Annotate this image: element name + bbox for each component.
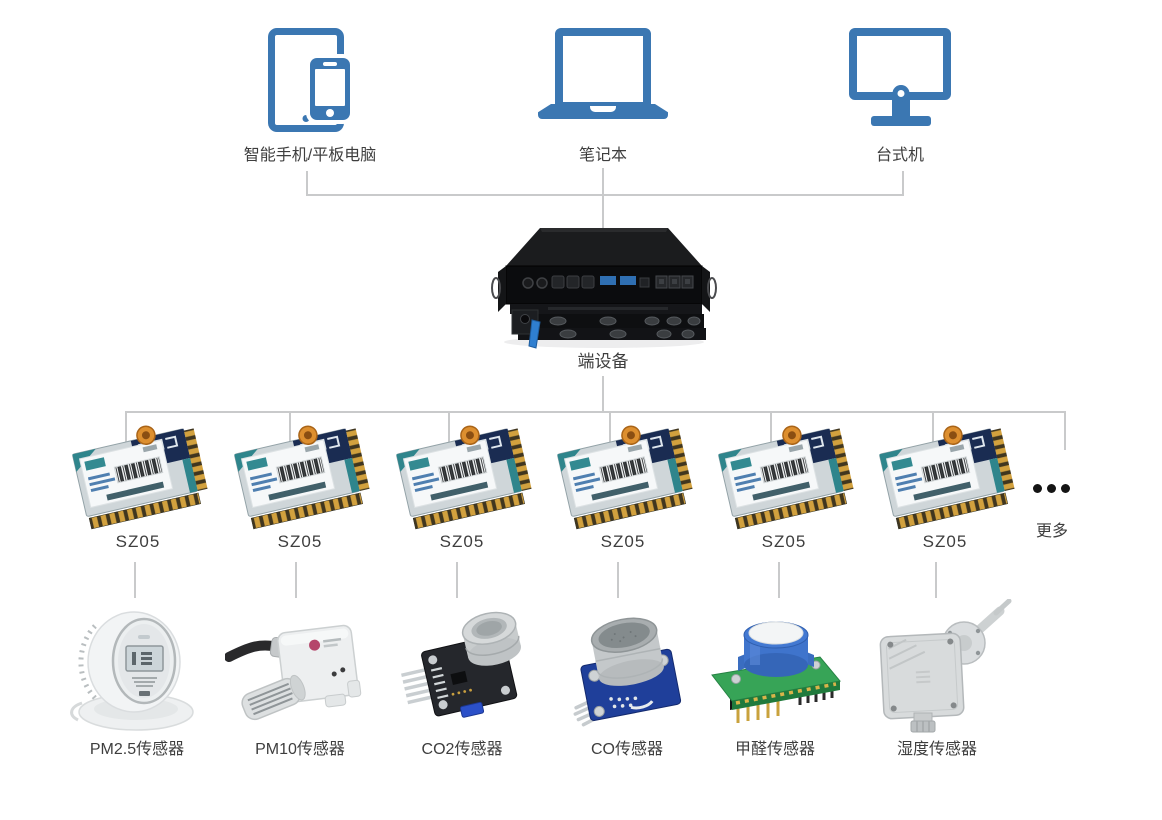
pm10-sensor-icon <box>215 594 385 739</box>
co2-sensor-icon <box>377 594 547 739</box>
zigbee-module-icon <box>225 424 375 520</box>
more-label: 更多 <box>1035 523 1068 540</box>
connector-line <box>289 412 291 452</box>
sensor-label: PM10传感器 <box>255 741 345 758</box>
connector-line <box>306 194 904 196</box>
sensor-label: PM2.5传感器 <box>89 741 185 758</box>
connector-line <box>295 562 297 598</box>
module-label: SZ05 <box>600 532 646 551</box>
smartphone-tablet-icon <box>258 24 373 132</box>
connector-line <box>609 412 611 452</box>
laptop-screen <box>555 28 651 110</box>
sensor-label: 甲醛传感器 <box>734 741 815 758</box>
desktop-button <box>897 90 905 97</box>
device-label-smartphone-tablet: 智能手机/平板电脑 <box>243 147 377 164</box>
connector-line <box>306 171 308 195</box>
module-label: SZ05 <box>277 532 323 551</box>
connector-line <box>602 376 604 412</box>
module-label: SZ05 <box>922 532 968 551</box>
module-label: SZ05 <box>439 532 485 551</box>
module-label: SZ05 <box>761 532 807 551</box>
zigbee-module-icon <box>709 424 859 520</box>
zigbee-module-icon <box>63 424 213 520</box>
connector-line <box>456 562 458 598</box>
connector-line <box>134 562 136 598</box>
rack-server-icon <box>488 226 720 355</box>
connector-line <box>125 411 1066 413</box>
sensor-label: CO2传感器 <box>421 741 503 758</box>
connector-line <box>617 562 619 598</box>
connector-line <box>125 412 127 452</box>
module-label: SZ05 <box>115 532 161 551</box>
device-label-desktop: 台式机 <box>875 147 924 164</box>
formaldehyde-sensor-icon <box>690 594 860 739</box>
connector-line <box>902 171 904 195</box>
connector-line <box>448 412 450 452</box>
device-label-laptop: 笔记本 <box>578 147 627 164</box>
connector-line <box>778 562 780 598</box>
sensor-label: CO传感器 <box>590 741 663 758</box>
gateway-label: 端设备 <box>577 352 629 371</box>
connector-line <box>1064 412 1066 450</box>
sensor-label: 湿度传感器 <box>896 741 977 758</box>
zigbee-module-icon <box>548 424 698 520</box>
co-sensor-icon <box>542 594 712 739</box>
connector-line <box>602 195 604 228</box>
smartphone-shape <box>310 58 350 120</box>
pm25-sensor-icon <box>52 594 222 739</box>
humidity-sensor-icon <box>852 594 1022 739</box>
laptop-icon <box>538 28 668 124</box>
connector-line <box>770 412 772 452</box>
zigbee-module-icon <box>870 424 1020 520</box>
laptop-notch <box>590 106 616 112</box>
connector-line <box>935 562 937 598</box>
desktop-stand <box>892 98 910 118</box>
connector-line <box>932 412 934 452</box>
desktop-base <box>871 116 931 126</box>
more-ellipsis-icon <box>1033 484 1070 493</box>
desktop-icon <box>845 28 957 128</box>
connector-line <box>602 168 604 195</box>
zigbee-module-icon <box>387 424 537 520</box>
